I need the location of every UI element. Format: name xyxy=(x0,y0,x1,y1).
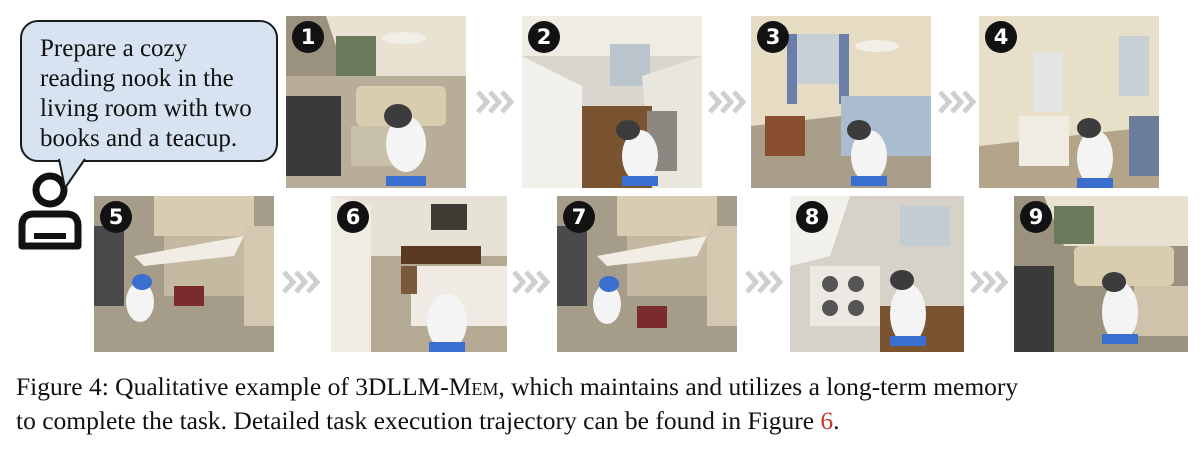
step-number-badge: 7 xyxy=(563,201,595,233)
instruction-line: living room with two xyxy=(40,95,252,122)
chevron-arrows-icon xyxy=(476,89,516,115)
instruction-line: reading nook in the xyxy=(40,65,234,92)
step-number-badge: 3 xyxy=(757,21,789,53)
step-number-badge: 9 xyxy=(1020,201,1052,233)
trajectory-frame-7: 7 xyxy=(557,196,737,352)
scene-image xyxy=(286,16,466,188)
chevron-arrows-icon xyxy=(512,269,552,295)
figure-caption: Figure 4: Qualitative example of 3DLLM-M… xyxy=(16,370,1192,438)
caption-text: . xyxy=(833,406,840,435)
chevron-arrows-icon xyxy=(938,89,978,115)
user-icon xyxy=(18,172,82,250)
scene-image xyxy=(557,196,737,352)
model-name: Mem xyxy=(448,372,499,401)
trajectory-frame-8: 8 xyxy=(790,196,964,352)
scene-image xyxy=(94,196,274,352)
caption-text: to complete the task. Detailed task exec… xyxy=(16,406,821,435)
scene-image xyxy=(1014,196,1188,352)
step-number-badge: 1 xyxy=(292,21,324,53)
trajectory-frame-3: 3 xyxy=(751,16,931,188)
caption-text: , which maintains and utilizes a long-te… xyxy=(498,372,1019,401)
trajectory-frame-1: 1 xyxy=(286,16,466,188)
step-number-badge: 6 xyxy=(337,201,369,233)
instruction-text: Prepare a cozy reading nook in the livin… xyxy=(40,34,262,154)
trajectory-frame-9: 9 xyxy=(1014,196,1188,352)
chevron-arrows-icon xyxy=(970,269,1010,295)
scene-image xyxy=(979,16,1159,188)
trajectory-frame-2: 2 xyxy=(522,16,702,188)
step-number-badge: 2 xyxy=(528,21,560,53)
instruction-bubble: Prepare a cozy reading nook in the livin… xyxy=(20,20,278,162)
trajectory-frame-6: 6 xyxy=(331,196,507,352)
bubble-tail xyxy=(58,158,86,189)
figure-reference-link[interactable]: 6 xyxy=(820,406,834,435)
trajectory-frame-5: 5 xyxy=(94,196,274,352)
caption-text: Qualitative example of 3DLLM- xyxy=(115,372,449,401)
caption-label: Figure 4: xyxy=(16,372,109,401)
chevron-arrows-icon xyxy=(282,269,322,295)
step-number-badge: 8 xyxy=(796,201,828,233)
step-number-badge: 4 xyxy=(985,21,1017,53)
chevron-arrows-icon xyxy=(708,89,748,115)
trajectory-frame-4: 4 xyxy=(979,16,1159,188)
chevron-arrows-icon xyxy=(745,269,785,295)
instruction-line: Prepare a cozy xyxy=(40,35,188,62)
step-number-badge: 5 xyxy=(100,201,132,233)
instruction-line: books and a teacup. xyxy=(40,125,238,152)
